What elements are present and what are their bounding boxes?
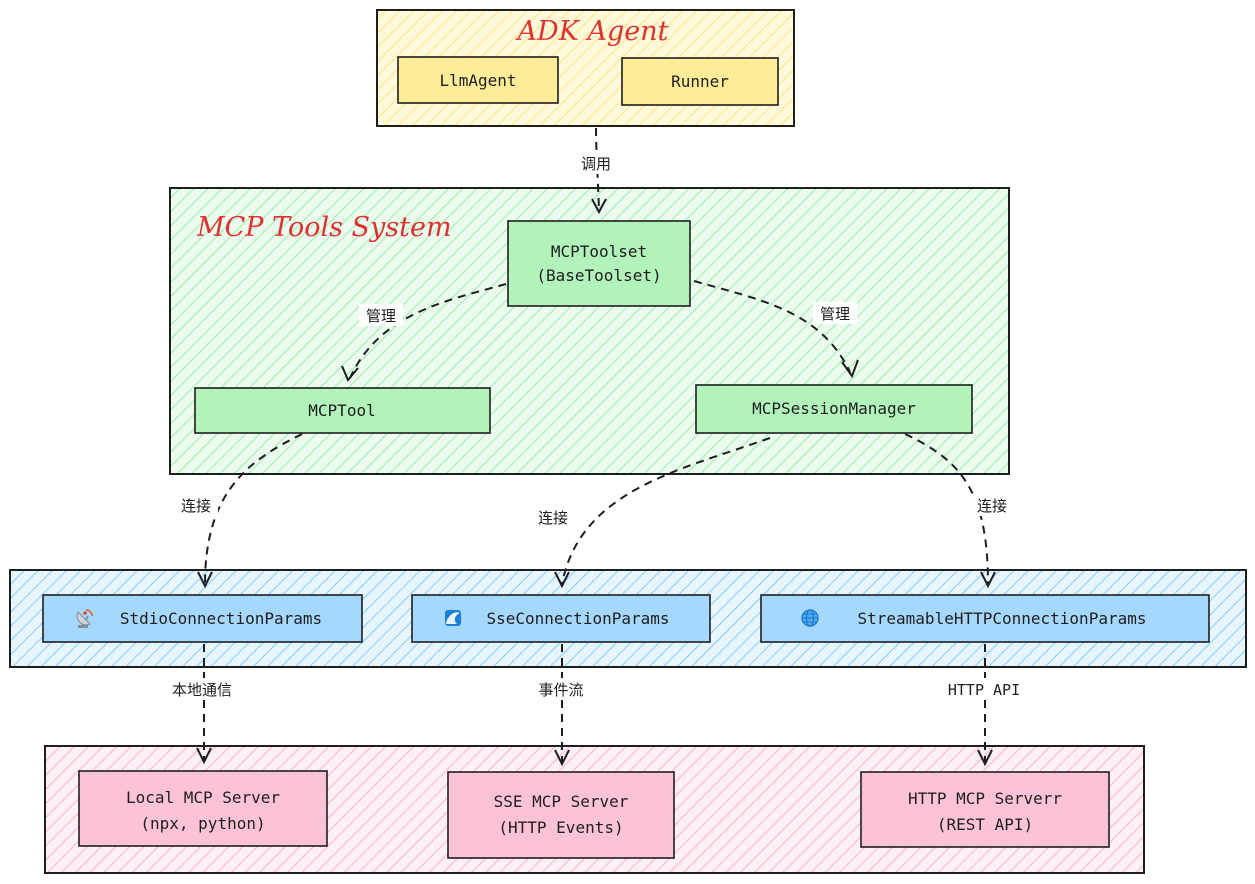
- edge-label-connect-sse: 连接: [538, 509, 568, 527]
- edge-connect-stdio: 连接: [174, 433, 303, 589]
- node-label-mcp-tool: MCPTool: [308, 401, 375, 420]
- satellite-antenna-icon: [76, 609, 93, 628]
- node-http-mcp-server: HTTP MCP Serverr (REST API): [860, 771, 1110, 848]
- globe-icon: [801, 609, 819, 627]
- group-title-adk-agent: ADK Agent: [515, 16, 669, 47]
- node-mcp-session-manager: MCPSessionManager: [695, 384, 973, 434]
- node-sse-mcp-server: SSE MCP Server (HTTP Events): [447, 771, 675, 859]
- node-label-mcp-session-manager: MCPSessionManager: [752, 399, 916, 418]
- edge-manage-session: 管理: [693, 280, 859, 379]
- node-label-mcp-toolset-line2: (BaseToolset): [536, 266, 661, 285]
- node-label-stdio-connection-params: StdioConnectionParams: [120, 609, 322, 628]
- edge-call: 调用: [574, 127, 618, 215]
- edge-event-stream: 事件流: [528, 644, 594, 767]
- node-label-sse-mcp-server-line2: (HTTP Events): [498, 818, 623, 837]
- node-label-local-mcp-server-line1: Local MCP Server: [126, 788, 280, 807]
- group-title-mcp-tools-system: MCP Tools System: [196, 212, 452, 243]
- node-runner: Runner: [621, 57, 779, 106]
- node-streamable-http-connection-params: StreamableHTTPConnectionParams: [760, 594, 1210, 643]
- node-stdio-connection-params: StdioConnectionParams: [42, 594, 363, 643]
- node-label-streamable-http-connection-params: StreamableHTTPConnectionParams: [858, 609, 1147, 628]
- edge-label-connect-http: 连接: [977, 497, 1007, 515]
- node-label-http-mcp-server-line1: HTTP MCP Serverr: [908, 789, 1062, 808]
- edge-http-api: HTTP API: [930, 644, 1038, 767]
- edge-label-manage-tool: 管理: [366, 307, 396, 325]
- edge-connect-sse: 连接: [531, 437, 771, 589]
- edge-local-comm: 本地通信: [160, 644, 244, 765]
- edge-label-manage-session: 管理: [820, 305, 850, 323]
- edge-label-connect-stdio: 连接: [181, 497, 211, 515]
- edge-manage-tool: 管理: [341, 283, 507, 382]
- node-label-local-mcp-server-line2: (npx, python): [140, 814, 265, 833]
- edge-label-call: 调用: [581, 155, 611, 173]
- node-sse-connection-params: SseConnectionParams: [411, 594, 711, 643]
- node-label-sse-connection-params: SseConnectionParams: [486, 609, 669, 628]
- edge-label-event-stream: 事件流: [538, 681, 583, 699]
- edge-label-http-api: HTTP API: [948, 681, 1020, 699]
- water-wave-icon: [445, 610, 461, 626]
- node-label-http-mcp-server-line2: (REST API): [937, 815, 1033, 834]
- edge-connect-http: 连接: [904, 433, 1014, 589]
- node-mcp-toolset: MCPToolset (BaseToolset): [507, 220, 691, 307]
- node-label-mcp-toolset-line1: MCPToolset: [551, 242, 647, 261]
- node-label-llm-agent: LlmAgent: [439, 71, 516, 90]
- edge-label-local-comm: 本地通信: [172, 681, 232, 699]
- node-llm-agent: LlmAgent: [397, 56, 559, 104]
- node-mcp-tool: MCPTool: [194, 387, 491, 434]
- node-label-runner: Runner: [671, 72, 729, 91]
- node-local-mcp-server: Local MCP Server (npx, python): [78, 770, 328, 847]
- node-label-sse-mcp-server-line1: SSE MCP Server: [494, 792, 629, 811]
